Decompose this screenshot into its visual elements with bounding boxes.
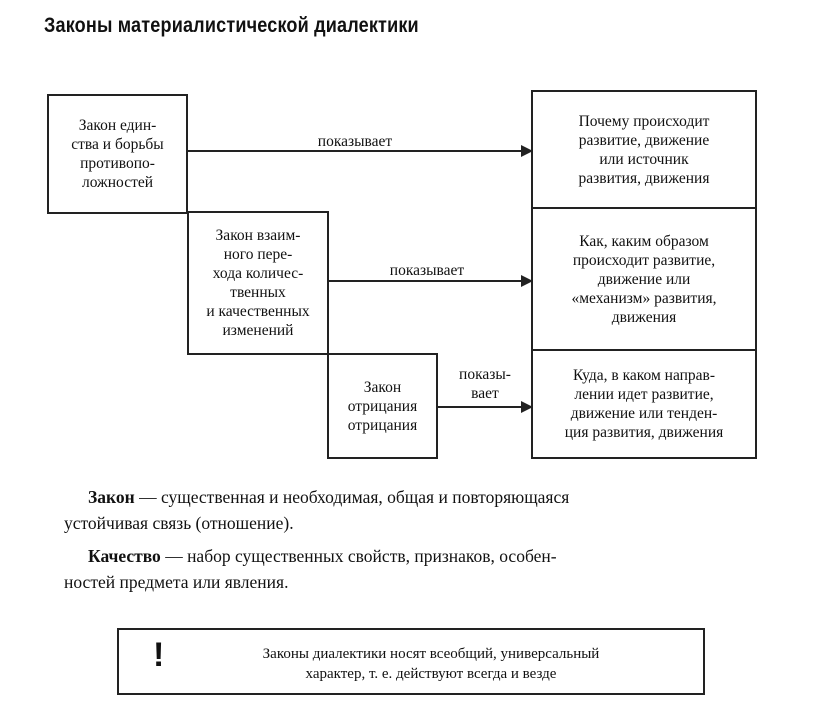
law-text: противопо- <box>80 155 155 172</box>
exclamation-icon: ! <box>153 636 165 674</box>
law-text: ложностей <box>81 174 154 191</box>
result-text: Почему происходит <box>578 112 710 130</box>
law-text: ного пере- <box>223 246 293 263</box>
arrow-2 <box>328 275 533 287</box>
arrow-label-2: показывает <box>389 262 465 279</box>
page-title: Законы материалистической диалектики <box>44 14 419 37</box>
result-text: «механизм» развития, <box>571 289 717 307</box>
result-text: развитие, движение <box>578 131 710 149</box>
definition-text: — существенная и необходимая, общая и по… <box>134 487 570 507</box>
note-line: характер, т. е. действуют всегда и везде <box>305 666 557 682</box>
result-text: движение или тенден- <box>570 405 718 422</box>
result-text: движения <box>611 308 677 326</box>
law-text: отрицания <box>347 416 418 434</box>
note-text: Законы диалектики носят всеобщий, универ… <box>179 644 683 684</box>
arrow-1 <box>187 145 533 157</box>
law-text: ства и борьбы <box>71 136 164 153</box>
result-text: или источник <box>599 150 689 168</box>
law-quantity-quality-box: Закон взаим- ного пере- хода количес- тв… <box>187 211 329 355</box>
definition-term: Закон <box>88 487 135 507</box>
arrow-label-line: вает <box>471 385 499 402</box>
definition-term: Качество <box>88 546 161 566</box>
result-direction-box: Куда, в каком направ- лении идет развити… <box>531 349 757 459</box>
law-text: твенных <box>230 284 286 301</box>
arrow-label-1: показывает <box>317 133 393 150</box>
law-text: и качественных <box>206 303 310 320</box>
result-text: лении идет развитие, <box>574 386 714 403</box>
note-line: Законы диалектики носят всеобщий, универ… <box>262 646 600 662</box>
result-text: происходит развитие, <box>572 251 716 269</box>
result-text: движение или <box>597 270 691 288</box>
result-text: Как, каким образом <box>579 232 709 250</box>
result-text: развития, движения <box>578 169 710 187</box>
law-text: изменений <box>222 322 294 339</box>
arrow-3 <box>437 401 533 413</box>
law-text: Закон един- <box>78 117 157 134</box>
definition-quality: Качество — набор существенных свойств, п… <box>64 543 557 595</box>
law-text: Закон <box>363 378 402 396</box>
definition-text: — набор существенных свойств, признаков,… <box>160 546 557 566</box>
arrow-label-3: показы- вает <box>445 365 525 403</box>
law-text: Закон взаим- <box>215 227 301 244</box>
result-mechanism-box: Как, каким образом происходит развитие, … <box>531 207 757 351</box>
result-text: Куда, в каком направ- <box>572 367 716 384</box>
law-negation-box: Закон отрицания отрицания <box>327 353 438 459</box>
result-text: ция развития, движения <box>564 424 724 441</box>
definition-text: ностей предмета или явления. <box>64 572 289 592</box>
definition-law: Закон — существенная и необходимая, обща… <box>64 484 570 536</box>
note-box: ! Законы диалектики носят всеобщий, унив… <box>117 628 705 695</box>
law-text: отрицания <box>347 397 418 415</box>
result-source-box: Почему происходит развитие, движение или… <box>531 90 757 209</box>
arrow-label-line: показы- <box>459 366 511 383</box>
law-text: хода количес- <box>212 265 304 282</box>
law-unity-box: Закон един- ства и борьбы противопо- лож… <box>47 94 188 214</box>
definition-text: устойчивая связь (отношение). <box>64 513 294 533</box>
